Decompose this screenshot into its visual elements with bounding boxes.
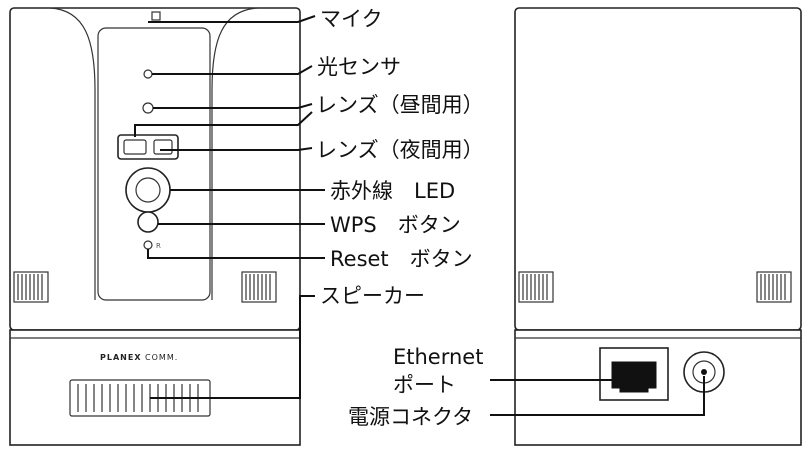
front-faceplate [97, 27, 211, 301]
front-base [9, 329, 301, 446]
label-power-connector: 電源コネクタ [348, 405, 473, 429]
lens-night-icon [117, 134, 179, 160]
ir-led-icon [125, 167, 171, 213]
label-lens-night: レンズ（夜間用） [316, 138, 484, 162]
front-left-curve [49, 7, 96, 300]
label-wps-button: WPS ボタン [330, 213, 461, 237]
front-view: PLANEX COMM. R [9, 7, 301, 446]
front-top-notch [151, 11, 161, 21]
rear-left-vent [518, 271, 554, 303]
rear-view [514, 7, 802, 446]
rear-right-vent [756, 271, 792, 303]
label-lens-day: レンズ（昼間用） [316, 93, 484, 117]
front-leader-lines [134, 15, 325, 399]
front-left-vent [13, 271, 49, 303]
label-ethernet-line2: ポート [393, 373, 456, 397]
label-ir-led: 赤外線 LED [330, 179, 455, 203]
reset-mark: R [156, 242, 161, 250]
rear-upper-body [514, 7, 802, 331]
rear-leader-lines [490, 376, 705, 416]
label-ethernet-line1: Ethernet [393, 345, 483, 369]
ethernet-port-icon [599, 347, 669, 401]
label-light-sensor: 光センサ [317, 55, 401, 79]
wps-button-icon [137, 211, 159, 233]
front-right-curve [211, 7, 259, 300]
label-mic: マイク [320, 7, 383, 31]
label-speaker: スピーカー [320, 284, 425, 308]
front-right-vent [241, 271, 277, 303]
label-reset-button: Reset ボタン [330, 247, 473, 271]
front-brand-logo: PLANEX COMM. [100, 353, 178, 362]
